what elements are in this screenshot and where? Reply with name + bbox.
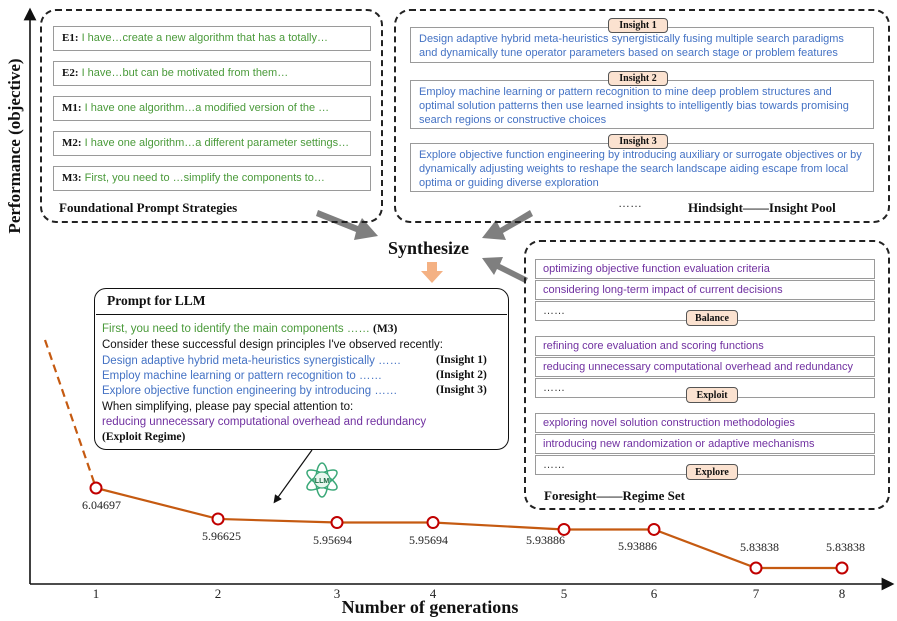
prompt-line-m3: First, you need to identify the main com…	[102, 323, 398, 335]
insight-2-tag: Insight 2	[608, 71, 668, 86]
prompt-pointer-arrow	[273, 449, 313, 504]
prompt-box	[94, 288, 509, 450]
arrow-foundational-to-synthesize	[316, 210, 378, 240]
synthesize-label: Synthesize	[388, 238, 469, 258]
prompt-line-intro: Consider these successful design princip…	[102, 339, 443, 351]
foundational-title: Foundational Prompt Strategies	[59, 200, 238, 215]
value-label: 6.04697	[82, 498, 121, 512]
exploit-item-2: reducing unnecessary computational overh…	[535, 357, 875, 377]
data-point-6	[647, 522, 661, 536]
prompt-tag-insight2: (Insight 2)	[436, 369, 487, 381]
x-tick-label: 8	[838, 586, 846, 601]
llm-atom-icon: LLM	[306, 462, 338, 498]
foundational-panel	[40, 9, 383, 223]
insight-1-tag: Insight 1	[608, 18, 668, 33]
series-line	[95, 486, 842, 570]
arrow-insights-to-synthesize	[482, 210, 533, 240]
llm-icon-label: LLM	[315, 478, 330, 485]
insight-pool-panel	[394, 9, 890, 223]
x-tick-label: 6	[650, 586, 658, 601]
balance-tag: Balance	[686, 310, 738, 326]
prompt-line-insight3: Explore objective function engineering b…	[102, 385, 398, 397]
insight-2-box: Employ machine learning or pattern recog…	[410, 80, 874, 129]
x-tick-label: 1	[92, 586, 100, 601]
data-point-2	[211, 512, 225, 526]
x-tick-label: 2	[214, 586, 222, 601]
value-label: 5.95694	[313, 532, 352, 547]
prompt-line-regime-tag: (Exploit Regime)	[102, 431, 186, 443]
insight-3-box: Explore objective function engineering b…	[410, 143, 874, 192]
explore-item-2: introducing new randomization or adaptiv…	[535, 434, 875, 454]
strategy-m2: M2: I have one algorithm…a different par…	[53, 131, 371, 156]
insight-1-box: Design adaptive hybrid meta-heuristics s…	[410, 27, 874, 63]
exploit-tag: Exploit	[686, 387, 738, 403]
value-label: 5.93886	[618, 539, 657, 554]
data-point-7	[749, 561, 763, 575]
x-tick-label: 7	[752, 586, 760, 601]
prompt-line-insight2: Employ machine learning or pattern recog…	[102, 370, 382, 382]
value-label: 5.93886	[526, 533, 565, 548]
insight-pool-title: Hindsight——Insight Pool	[688, 200, 836, 215]
x-tick-label: 4	[429, 586, 437, 601]
explore-tag: Explore	[686, 464, 738, 480]
data-point-5	[557, 522, 571, 536]
prompt-tag-insight3: (Insight 3)	[436, 384, 487, 396]
exploit-item-1: refining core evaluation and scoring fun…	[535, 336, 875, 356]
prompt-tag-insight1: (Insight 1)	[436, 354, 487, 366]
balance-item-2: considering long-term impact of current …	[535, 280, 875, 300]
data-point-4	[426, 516, 440, 530]
insight-ellipsis: ……	[618, 196, 642, 210]
data-point-1	[89, 481, 103, 495]
strategy-e1: E1: I have…create a new algorithm that h…	[53, 26, 371, 51]
strategy-m3: M3: First, you need to …simplify the com…	[53, 166, 371, 191]
prompt-line-regime: reducing unnecessary computational overh…	[102, 416, 427, 428]
value-label: 5.96625	[202, 528, 241, 543]
data-point-3	[330, 516, 344, 530]
x-tick-label: 5	[560, 586, 568, 601]
prompt-line-attention: When simplifying, please pay special att…	[102, 401, 354, 413]
arrow-regimes-to-synthesize	[482, 257, 528, 283]
prompt-title: Prompt for LLM	[107, 293, 206, 308]
balance-item-1: optimizing objective function evaluation…	[535, 259, 875, 279]
value-label: 5.83838	[740, 540, 779, 554]
x-tick-label: 3	[333, 586, 341, 601]
x-axis-label: Number of generations	[341, 597, 519, 617]
value-label: 5.83838	[826, 540, 865, 554]
regime-set-title: Foresight——Regime Set	[544, 488, 685, 503]
prompt-line-insight1: Design adaptive hybrid meta-heuristics s…	[102, 355, 402, 367]
data-point-8	[835, 561, 849, 575]
insight-3-tag: Insight 3	[608, 134, 668, 149]
strategy-e2: E2: I have…but can be motivated from the…	[53, 61, 371, 86]
trend-dashed-lead	[43, 339, 98, 489]
strategy-m1: M1: I have one algorithm…a modified vers…	[53, 96, 371, 121]
regime-set-panel	[524, 240, 890, 510]
prompt-title-underline	[96, 314, 507, 315]
value-label: 5.95694	[409, 532, 448, 547]
arrow-synthesize-to-prompt	[421, 262, 443, 283]
y-axis-label: Performance (objective)	[5, 58, 24, 234]
explore-item-1: exploring novel solution construction me…	[535, 413, 875, 433]
